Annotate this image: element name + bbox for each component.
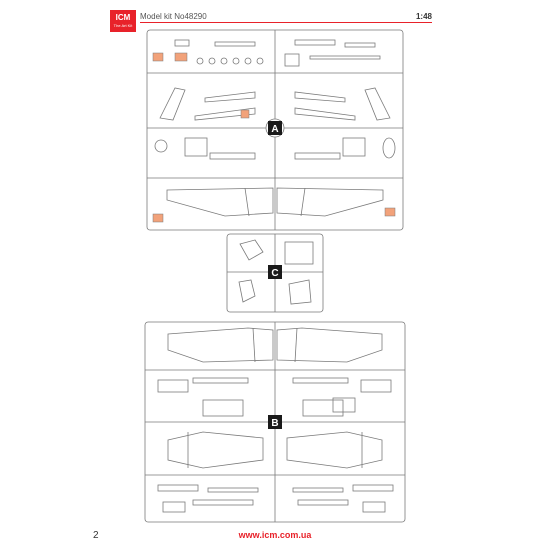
sprue-a-label: A [271, 124, 278, 135]
sprue-b: B [144, 321, 406, 523]
header-rule [140, 22, 432, 23]
model-kit-title: Model kit No48290 [140, 12, 207, 21]
sprue-c-label: C [271, 268, 278, 279]
sprue-a: A [146, 29, 404, 231]
sprue-c: C [226, 233, 324, 313]
icm-logo: ICM The Art Kit [110, 10, 136, 32]
scale-label: 1:48 [415, 12, 432, 21]
logo-tagline: The Art Kit [113, 23, 133, 28]
page-number: 2 [93, 530, 99, 541]
website-url[interactable]: www.icm.com.ua [238, 530, 312, 540]
logo-text: ICM [115, 13, 131, 22]
sprue-b-label: B [271, 418, 278, 429]
